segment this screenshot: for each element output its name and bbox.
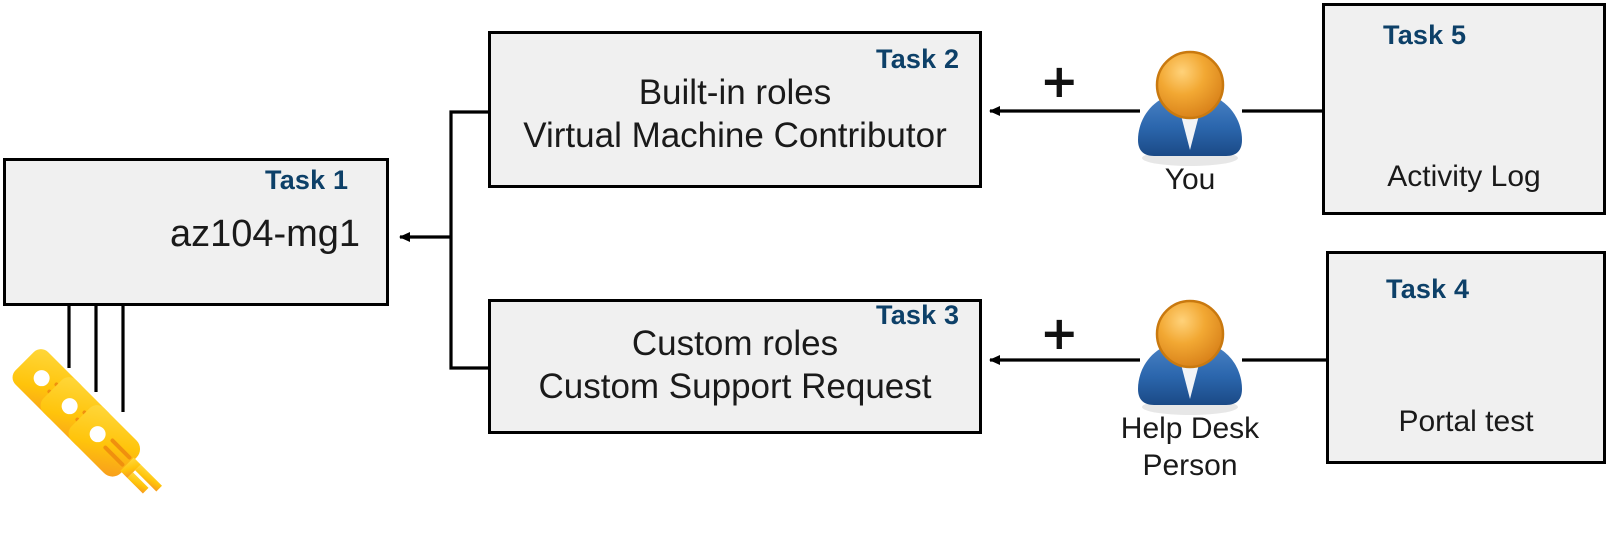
task4-label: Task 4 [1386, 274, 1470, 304]
task4-box[interactable] [1326, 251, 1606, 464]
task1-text: az104-mg1 [169, 213, 361, 255]
task5-label: Task 5 [1383, 20, 1467, 50]
task3-line1: Custom roles [631, 324, 839, 363]
task2-line2: Virtual Machine Contributor [523, 116, 947, 155]
plus-sign-top: + [1040, 54, 1079, 108]
task3-label: Task 3 [876, 300, 960, 330]
task2-label: Task 2 [876, 44, 960, 74]
task5-caption: Activity Log [1387, 160, 1541, 193]
task1-label: Task 1 [265, 165, 349, 195]
actor-you-label: You [1164, 163, 1216, 196]
task3-line2: Custom Support Request [538, 367, 932, 406]
three-keys-icon [12, 349, 162, 494]
person-icon-you [1138, 50, 1242, 166]
person-icon-helpdesk [1138, 299, 1242, 415]
actor-helpdesk-label-line2: Person [1142, 449, 1238, 482]
task1-box[interactable] [3, 158, 389, 306]
plus-sign-bottom: + [1040, 306, 1079, 360]
task3-box[interactable] [488, 299, 982, 434]
task4-caption: Portal test [1398, 405, 1534, 438]
actor-helpdesk-label-line1: Help Desk [1120, 412, 1260, 445]
bracket-connector [399, 110, 490, 370]
task2-line1: Built-in roles [638, 73, 832, 112]
task5-box[interactable] [1322, 3, 1606, 215]
task2-box[interactable] [488, 31, 982, 188]
